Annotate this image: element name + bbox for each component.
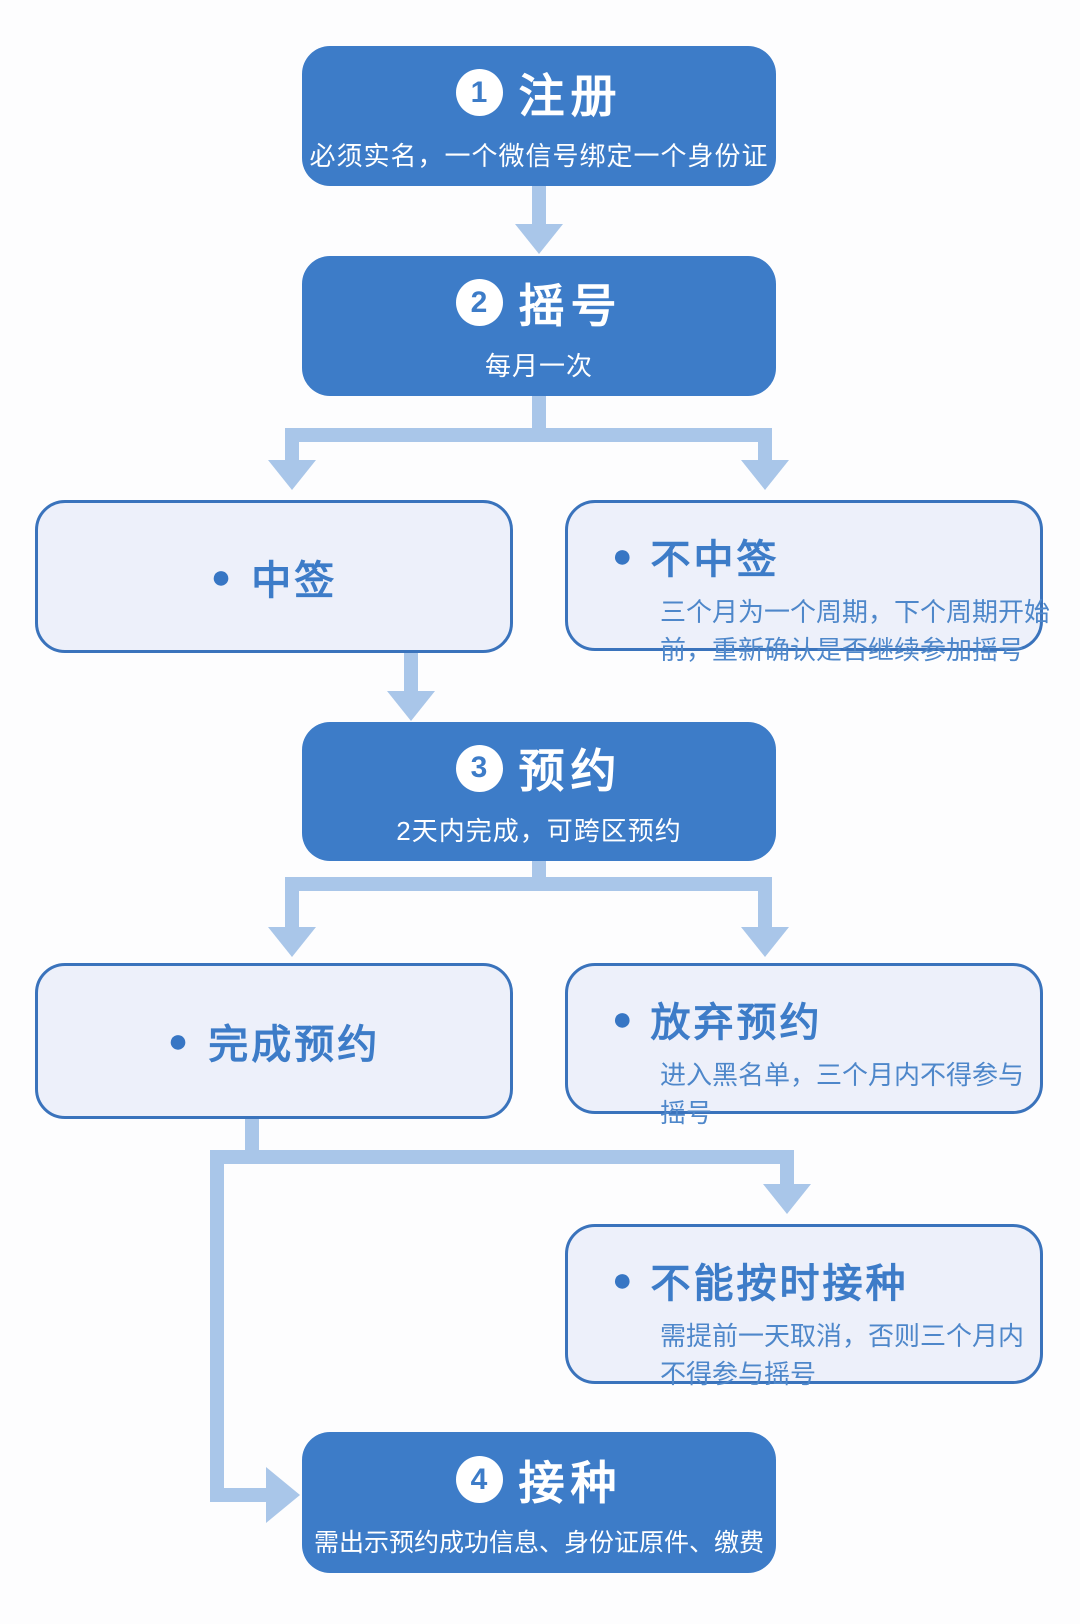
step-box-vaccinate: 4 接种 需出示预约成功信息、身份证原件、缴费: [302, 1432, 776, 1573]
outcome-detail-line: 摇号: [660, 1098, 713, 1128]
outcome-title-row: ● 不中签: [612, 527, 1020, 585]
step-title: 注册: [518, 69, 623, 122]
bullet-dot-icon: ●: [612, 1261, 633, 1299]
connector-done-right-drop: [780, 1162, 794, 1186]
step-subtitle: 每月一次: [484, 350, 593, 381]
step-box-register: 1 注册 必须实名，一个微信号绑定一个身份证: [302, 46, 776, 186]
arrow-down-icon: [741, 460, 789, 490]
arrow-down-icon: [268, 460, 316, 490]
outcome-box-not-win: ● 不中签 三个月为一个周期，下个周期开始 前，重新确认是否继续参加摇号: [565, 500, 1050, 665]
connector-done-stub: [245, 1119, 259, 1157]
outcome-title: 完成预约: [208, 1023, 381, 1067]
outcome-title-row: ● 不能按时接种: [612, 1251, 1020, 1309]
step-subtitle: 需出示预约成功信息、身份证原件、缴费: [313, 1528, 764, 1557]
connector-step2-branch-bar: [285, 428, 772, 442]
connector-step2-branch-stub: [532, 396, 546, 430]
step-box-lottery: 2 摇号 每月一次: [302, 256, 776, 396]
connector-done-left-drop: [210, 1162, 224, 1502]
outcome-detail: 进入黑名单，三个月内不得参与 摇号: [660, 1056, 1025, 1132]
bullet-dot-icon: ●: [612, 1000, 633, 1038]
connector-done-bar: [210, 1150, 794, 1164]
step-title: 接种: [518, 1456, 623, 1509]
step-title-row: 4 接种: [455, 1447, 623, 1513]
step-title: 摇号: [518, 279, 623, 332]
step-subtitle: 必须实名，一个微信号绑定一个身份证: [309, 140, 769, 171]
outcome-detail-line: 三个月为一个周期，下个周期开始: [660, 597, 1051, 627]
arrow-right-icon: [266, 1467, 300, 1523]
outcome-detail: 三个月为一个周期，下个周期开始 前，重新确认是否继续参加摇号: [660, 593, 1051, 669]
outcome-detail-line: 不得参与摇号: [660, 1359, 817, 1389]
step-number-badge: 4: [455, 1456, 503, 1503]
bullet-dot-icon: ●: [612, 537, 633, 575]
outcome-box-win: ● 中签: [35, 500, 513, 653]
outcome-title-row: ● 放弃预约: [612, 990, 1020, 1048]
connector-step2-branch-right: [758, 440, 772, 462]
connector-win-step3: [404, 653, 418, 693]
arrow-down-icon: [763, 1184, 811, 1214]
outcome-box-abandon: ● 放弃预约 进入黑名单，三个月内不得参与 摇号: [565, 963, 1043, 1128]
bullet-dot-icon: ●: [167, 1022, 189, 1060]
step-title-row: 1 注册: [455, 60, 623, 126]
outcome-title: 不中签: [650, 538, 780, 582]
outcome-detail-line: 需提前一天取消，否则三个月内: [660, 1321, 1025, 1351]
connector-done-left-elbow: [210, 1488, 266, 1502]
outcome-detail: 需提前一天取消，否则三个月内 不得参与摇号: [660, 1317, 1025, 1393]
connector-step3-branch-right: [758, 889, 772, 929]
step-number-badge: 2: [455, 279, 503, 326]
bullet-dot-icon: ●: [210, 557, 232, 596]
arrow-down-icon: [268, 927, 316, 957]
arrow-down-icon: [515, 224, 563, 254]
step-subtitle: 2天内完成，可跨区预约: [396, 816, 682, 846]
outcome-title: 放弃预约: [650, 1001, 823, 1045]
step-title-row: 2 摇号: [455, 270, 623, 336]
connector-step3-branch-left: [285, 889, 299, 929]
step-number-badge: 3: [455, 744, 503, 792]
outcome-detail-line: 前，重新确认是否继续参加摇号: [660, 635, 1025, 665]
outcome-box-cannot-attend: ● 不能按时接种 需提前一天取消，否则三个月内 不得参与摇号: [565, 1224, 1043, 1389]
connector-step3-branch-bar: [285, 877, 772, 891]
outcome-title: 不能按时接种: [650, 1262, 909, 1306]
connector-step1-step2: [532, 186, 546, 226]
step-title: 预约: [518, 745, 623, 797]
step-box-appointment: 3 预约 2天内完成，可跨区预约: [302, 722, 776, 861]
step-number-badge: 1: [455, 69, 503, 116]
outcome-title: 中签: [251, 558, 338, 603]
step-title-row: 3 预约: [455, 735, 623, 801]
arrow-down-icon: [387, 691, 435, 721]
arrow-down-icon: [741, 927, 789, 957]
outcome-detail-line: 进入黑名单，三个月内不得参与: [660, 1060, 1025, 1090]
outcome-box-appointment-done: ● 完成预约: [35, 963, 513, 1119]
connector-step2-branch-left: [285, 440, 299, 462]
